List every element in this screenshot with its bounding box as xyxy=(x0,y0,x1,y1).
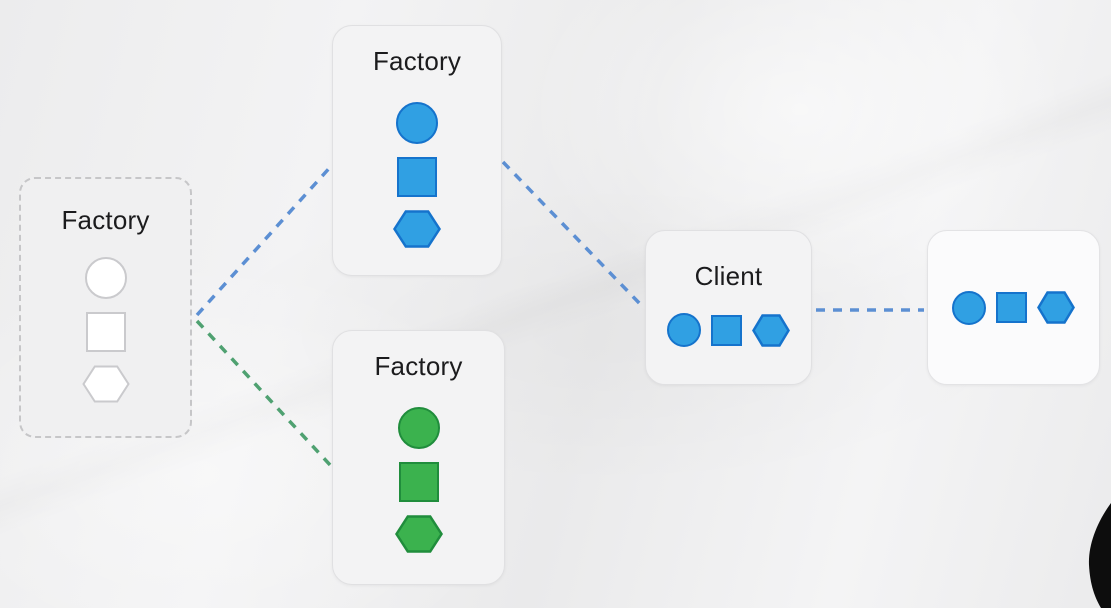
square-icon xyxy=(711,314,742,346)
node-products xyxy=(927,230,1100,385)
circle-icon xyxy=(397,407,440,449)
square-icon xyxy=(398,462,439,502)
node-label: Factory xyxy=(372,46,462,76)
square-icon xyxy=(397,157,437,197)
product-shapes xyxy=(81,257,130,403)
connector-abstract-to-green-factory xyxy=(195,319,333,468)
circle-icon xyxy=(84,257,127,299)
hexagon-icon xyxy=(393,210,441,248)
product-shapes xyxy=(667,313,790,347)
node-label: Factory xyxy=(61,205,150,235)
node-factory-abstract: Factory xyxy=(19,177,192,438)
product-shapes xyxy=(393,102,441,248)
connector-abstract-to-blue-factory xyxy=(195,162,335,317)
hexagon-icon xyxy=(81,365,130,403)
circle-icon xyxy=(667,313,701,347)
hexagon-icon xyxy=(394,515,443,553)
node-factory-blue: Factory xyxy=(332,25,502,276)
product-shapes xyxy=(394,407,443,553)
square-icon xyxy=(85,312,126,352)
hexagon-icon xyxy=(752,313,790,347)
product-shapes xyxy=(952,290,1075,325)
connector-blue-factory-to-client xyxy=(501,160,645,309)
circle-icon xyxy=(396,102,438,144)
square-icon xyxy=(996,292,1027,323)
node-factory-green: Factory xyxy=(332,330,505,585)
hexagon-icon xyxy=(1037,291,1075,324)
node-label: Factory xyxy=(374,351,463,381)
node-label: Client xyxy=(694,261,763,291)
circle-icon xyxy=(952,290,986,325)
presenter-silhouette xyxy=(1088,503,1111,608)
node-client: Client xyxy=(645,230,812,385)
